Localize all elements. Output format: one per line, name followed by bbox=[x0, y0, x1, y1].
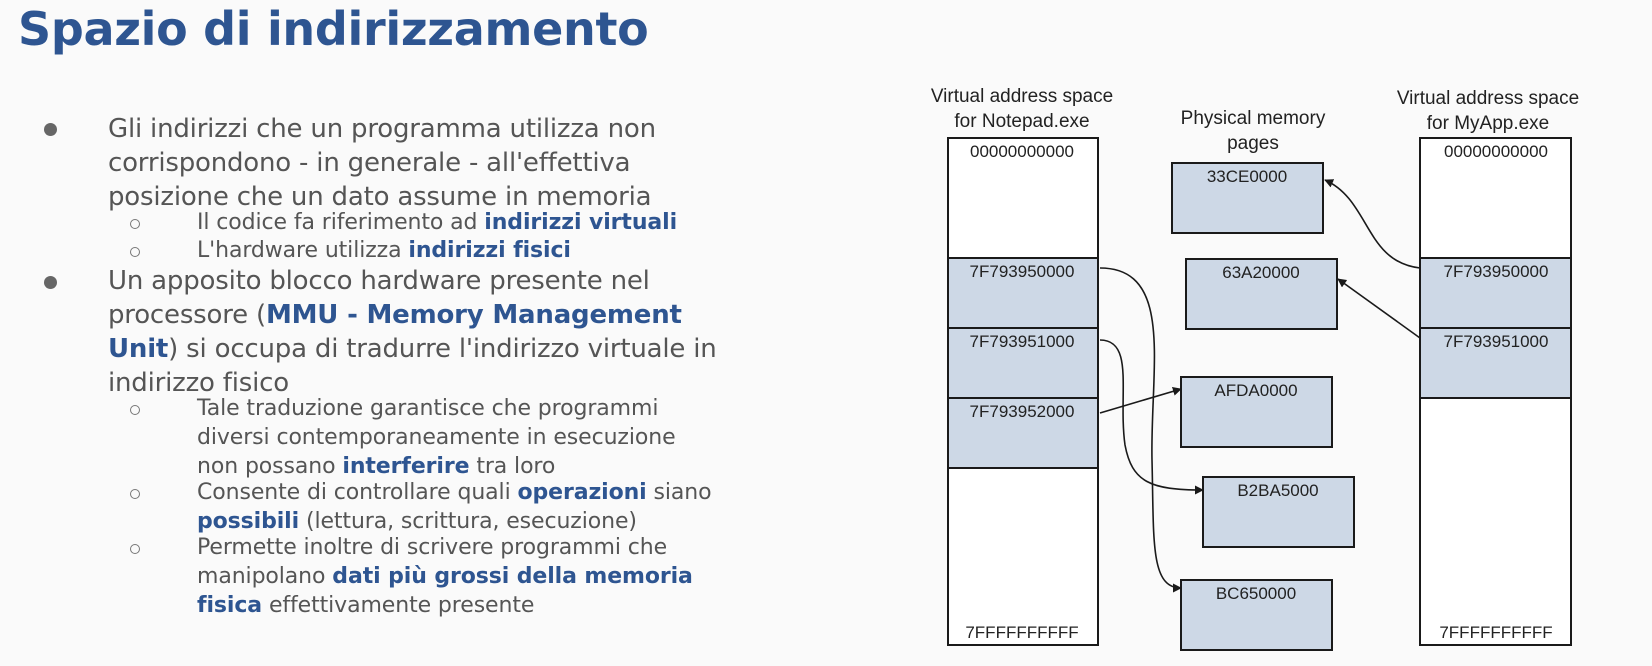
physical-page-4-address: B2BA5000 bbox=[1237, 481, 1318, 500]
notepad-page-2 bbox=[947, 327, 1099, 399]
notepad-header-line2: for Notepad.exe bbox=[954, 111, 1089, 132]
arrow-notepad2-to-b2ba5000 bbox=[1099, 339, 1204, 495]
physical-header-line1: Physical memory bbox=[1181, 108, 1326, 129]
notepad-page-3 bbox=[947, 397, 1099, 469]
sub-bullet-text: effettivamente presente bbox=[262, 593, 535, 618]
sub-bullet-2-2: Consente di controllare quali operazioni… bbox=[197, 478, 737, 536]
myapp-page-1-address: 7F793950000 bbox=[1444, 262, 1549, 281]
sub-bullet-text: Consente di controllare quali bbox=[197, 480, 518, 505]
physical-page-3-address: AFDA0000 bbox=[1214, 381, 1297, 400]
notepad-header-line1: Virtual address space bbox=[931, 86, 1113, 107]
physical-header-line2: pages bbox=[1227, 133, 1279, 154]
sub-bullet-circle bbox=[130, 247, 140, 257]
sub-bullet-text: siano bbox=[646, 480, 712, 505]
physical-page-5 bbox=[1180, 579, 1333, 651]
bullet-dot bbox=[44, 276, 57, 289]
sub-bullet-circle bbox=[130, 489, 140, 499]
notepad-top-address: 00000000000 bbox=[970, 142, 1074, 161]
arrow-notepad3-to-afda0000 bbox=[1099, 386, 1182, 414]
sub-bullet-text: (lettura, scrittura, esecuzione) bbox=[299, 509, 637, 534]
sub-bullet-1-2: L'hardware utilizza indirizzi fisici bbox=[197, 236, 777, 265]
arrow-myapp1-to-33ce0000 bbox=[1324, 179, 1421, 269]
notepad-bottom-address: 7FFFFFFFFFF bbox=[965, 623, 1078, 642]
slide-title: Spazio di indirizzamento bbox=[18, 2, 649, 56]
sub-bullet-text: tra loro bbox=[469, 454, 556, 479]
physical-page-5-address: BC650000 bbox=[1216, 584, 1296, 603]
sub-bullet-text: L'hardware utilizza bbox=[197, 238, 409, 263]
highlight-term: MMU - Memory Management Unit bbox=[108, 300, 682, 364]
sub-bullet-circle bbox=[130, 405, 140, 415]
bullet-2-text: Un apposito blocco hardware presente nel… bbox=[108, 264, 718, 400]
highlight-term: indirizzi virtuali bbox=[484, 210, 678, 235]
sub-bullet-2-3: Permette inoltre di scrivere programmi c… bbox=[197, 533, 697, 620]
bullet-list: Gli indirizzi che un programma utilizza … bbox=[44, 114, 777, 620]
sub-bullet-text: Tale traduzione garantisce che programmi… bbox=[197, 396, 676, 479]
myapp-header-line2: for MyApp.exe bbox=[1427, 113, 1550, 134]
myapp-page-2-address: 7F793951000 bbox=[1444, 332, 1549, 351]
sub-bullet-circle bbox=[130, 544, 140, 554]
sub-bullet-2-1: Tale traduzione garantisce che programmi… bbox=[197, 394, 717, 481]
myapp-bottom-address: 7FFFFFFFFFF bbox=[1439, 623, 1552, 642]
myapp-top-address: 00000000000 bbox=[1444, 142, 1548, 161]
bullet-1-text: Gli indirizzi che un programma utilizza … bbox=[108, 114, 656, 212]
myapp-header-line1: Virtual address space bbox=[1397, 88, 1579, 109]
physical-page-2-address: 63A20000 bbox=[1222, 263, 1300, 282]
highlight-term: possibili bbox=[197, 509, 300, 534]
notepad-page-2-address: 7F793951000 bbox=[970, 332, 1075, 351]
physical-page-1 bbox=[1171, 162, 1324, 234]
sub-bullet-text: Permette inoltre di scrivere programmi c… bbox=[197, 535, 668, 589]
arrow-notepad1-to-bc650000 bbox=[1099, 267, 1182, 593]
myapp-page-2 bbox=[1419, 327, 1572, 399]
bullet-text: Un apposito blocco hardware presente nel… bbox=[108, 266, 650, 330]
notepad-page-1-address: 7F793950000 bbox=[970, 262, 1075, 281]
sub-bullet-circle bbox=[130, 219, 140, 229]
physical-page-1-address: 33CE0000 bbox=[1207, 167, 1287, 186]
physical-page-4 bbox=[1202, 476, 1355, 548]
bullet-text: ) si occupa di tradurre l'indirizzo virt… bbox=[108, 334, 717, 398]
sub-bullet-text: Il codice fa riferimento ad bbox=[197, 210, 485, 235]
myapp-page-1 bbox=[1419, 257, 1572, 329]
sub-bullet-1-1: Il codice fa riferimento ad indirizzi vi… bbox=[197, 208, 777, 237]
highlight-term: operazioni bbox=[517, 480, 647, 505]
highlight-term: dati più grossi della memoria fisica bbox=[197, 564, 693, 618]
highlight-term: interferire bbox=[342, 454, 470, 479]
highlight-term: indirizzi fisici bbox=[408, 238, 571, 263]
notepad-page-1 bbox=[947, 257, 1099, 329]
bullet-dot bbox=[44, 123, 57, 136]
arrow-myapp2-to-63a20000 bbox=[1337, 278, 1421, 339]
physical-page-3 bbox=[1180, 376, 1333, 448]
notepad-page-3-address: 7F793952000 bbox=[970, 402, 1075, 421]
physical-page-2 bbox=[1185, 258, 1338, 330]
